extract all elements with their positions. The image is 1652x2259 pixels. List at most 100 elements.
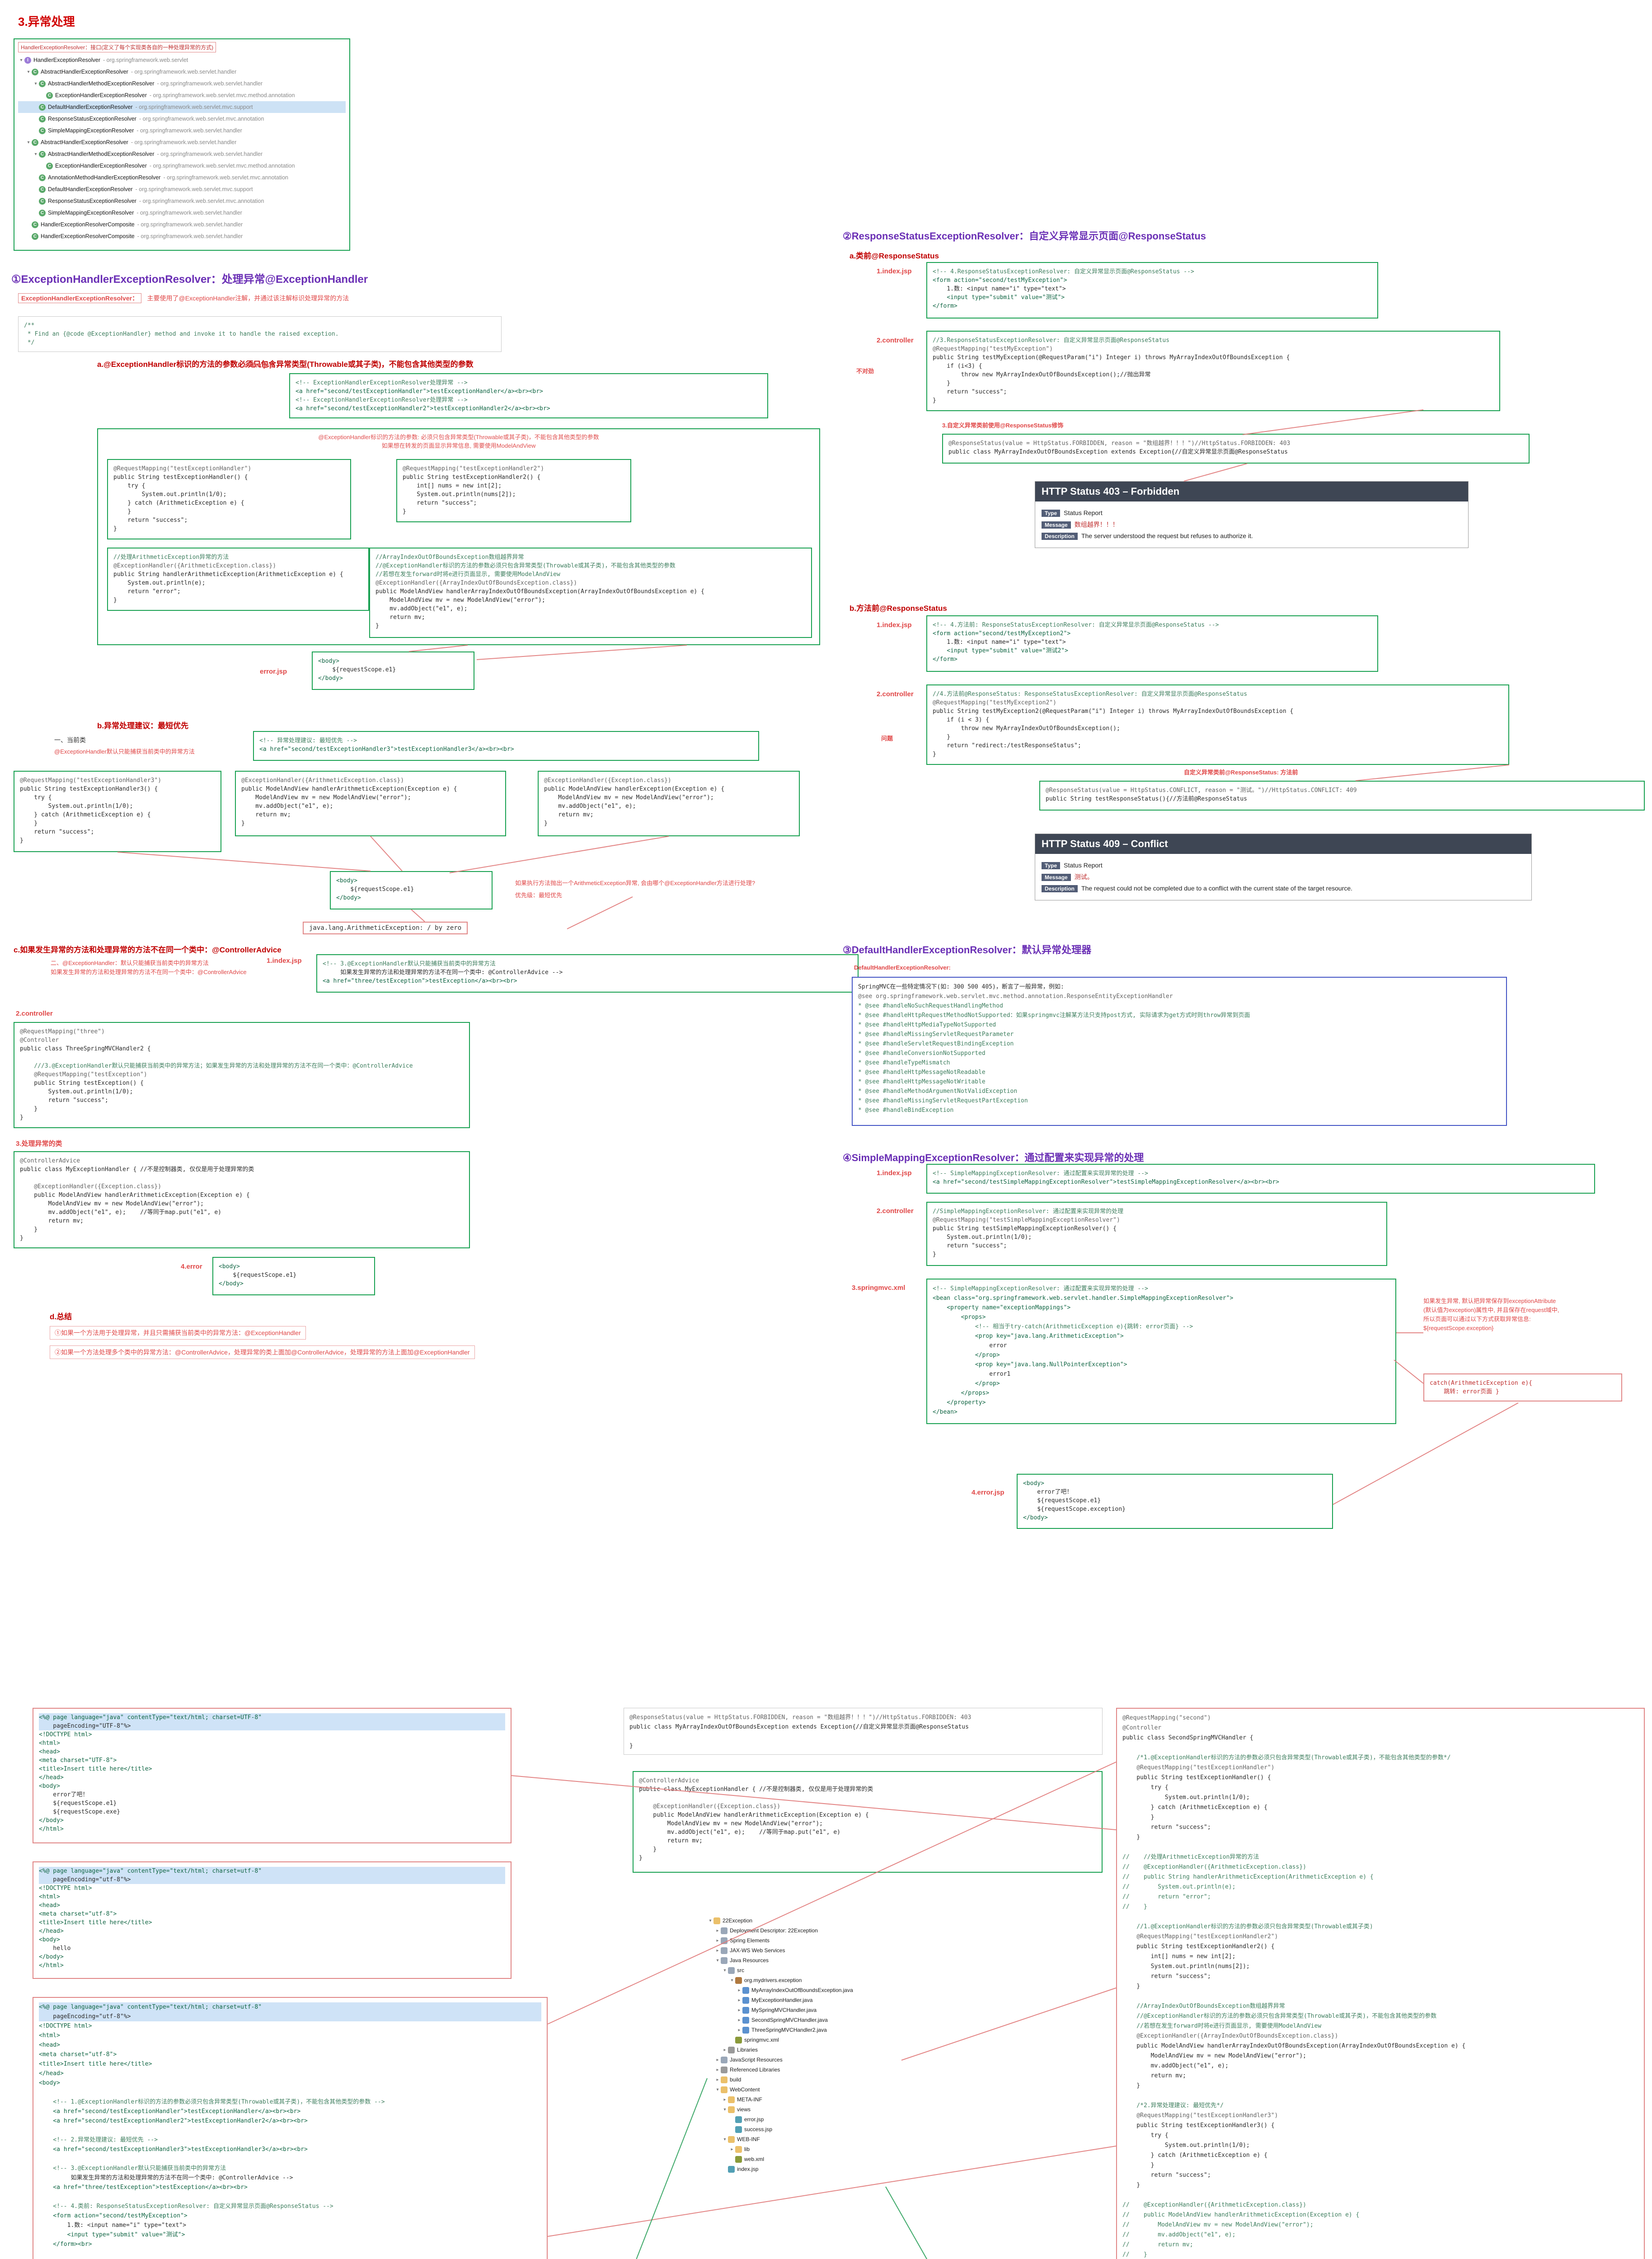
section1b-heading: b.异常处理建议：最短优先 bbox=[97, 722, 189, 730]
http-409-title: HTTP Status 409 – Conflict bbox=[1035, 834, 1531, 854]
tree-item[interactable]: ▾org.mydrivers.exception bbox=[731, 1977, 802, 1984]
tree-item[interactable]: success.jsp bbox=[707, 2124, 901, 2134]
src-icon bbox=[728, 1967, 735, 1974]
exception-handler-demo-panel: @ExceptionHandler标识的方法的参数: 必须只包含异常类型(Thr… bbox=[97, 428, 820, 645]
s4-index-label: 1.index.jsp bbox=[877, 1169, 912, 1177]
spr-icon bbox=[721, 1937, 727, 1944]
method-responsestatus-note: 自定义异常类前@ResponseStatus: 方法前 bbox=[1184, 769, 1298, 776]
index-jsp-snippet-c: <!-- 3.@ExceptionHandler默认只能捕获当前类中的异常方法 … bbox=[316, 954, 859, 993]
error-jsp-snippet-4: <body> error了吧！ ${requestScope.e1} ${req… bbox=[1017, 1474, 1333, 1529]
http-403-type-label: Type bbox=[1042, 510, 1061, 517]
resolver-note-label: ExceptionHandlerExceptionResolver： bbox=[18, 293, 142, 303]
tree-item[interactable]: ▸META-INF bbox=[723, 2096, 762, 2103]
b-annotation1: 如果执行方法抛出一个ArithmeticException异常, 会由哪个@Ex… bbox=[515, 880, 756, 886]
java-icon bbox=[742, 2026, 749, 2034]
jax-icon bbox=[721, 1947, 727, 1954]
resolver-note-rest: 主要使用了@ExceptionHandler注解，并通过该注解标识处理异常的方法 bbox=[147, 295, 349, 302]
tree-item[interactable]: ▸ThreeSpringMVCHandler2.java bbox=[738, 2026, 827, 2034]
type-hierarchy-panel: HandlerExceptionResolver：接口(定义了每个实现类各自的一… bbox=[14, 38, 350, 251]
jsp-icon bbox=[735, 2116, 742, 2123]
http-409-message: 测试。 bbox=[1074, 873, 1094, 881]
summary-line1: ①如果一个方法用于处理异常，并且只需捕获当前类中的异常方法：@Exception… bbox=[50, 1326, 306, 1340]
b-note: @ExceptionHandler默认只能捕获当前类中的异常方法 bbox=[54, 748, 195, 755]
tree-item[interactable]: springmvc.xml bbox=[707, 2035, 901, 2045]
lib-icon bbox=[721, 2066, 727, 2073]
tree-item[interactable]: ▾WebContent bbox=[716, 2086, 760, 2093]
c-advice-label: 3.处理异常的类 bbox=[16, 1140, 62, 1148]
tree-item[interactable]: ▸MyExceptionHandler.java bbox=[738, 1997, 813, 2004]
http-403-description: The server understood the request but re… bbox=[1081, 532, 1253, 539]
code-handler-array-index: //ArrayIndexOutOfBoundsException数组越界异常//… bbox=[369, 548, 812, 638]
prj-icon bbox=[713, 1917, 720, 1924]
tree-item[interactable]: ▸lib bbox=[731, 2146, 750, 2153]
tree-item[interactable]: ▸Referenced Libraries bbox=[716, 2066, 780, 2073]
section2-heading: ②ResponseStatusExceptionResolver：自定义异常显示… bbox=[843, 230, 1206, 242]
code-responsestatus-method: @ResponseStatus(value = HttpStatus.CONFL… bbox=[1039, 781, 1645, 811]
tree-item[interactable]: ▸MySpringMVCHandler.java bbox=[738, 2006, 817, 2014]
s3-note: DefaultHandlerExceptionResolver: bbox=[854, 964, 951, 971]
file-index-jsp: <%@ page language="java" contentType="te… bbox=[33, 1997, 548, 2259]
tree-item[interactable]: ▾src bbox=[723, 1967, 744, 1974]
tree-item[interactable]: ▸Deployment Descriptor: 22Exception bbox=[716, 1927, 818, 1934]
tree-item[interactable]: ▸Spring Elements bbox=[716, 1937, 770, 1944]
interface-icon: I bbox=[24, 56, 31, 64]
index-jsp-label-a: index.jsp bbox=[244, 361, 274, 369]
tree-item[interactable]: ▾views bbox=[723, 2106, 751, 2113]
code-test-exception-handler2: @RequestMapping("testExceptionHandler2")… bbox=[396, 459, 631, 522]
tree-item[interactable]: ▸Libraries bbox=[723, 2046, 758, 2053]
project-explorer-tree: ▾22Exception ▸Deployment Descriptor: 22Ex… bbox=[707, 1916, 901, 2187]
tree-item[interactable]: ▾WEB-INF bbox=[723, 2136, 760, 2143]
demo-panel-title2: 如果想在转发的页面显示异常信息, 需要使用ModelAndView bbox=[381, 442, 536, 449]
s2a-controller-label: 2.controller bbox=[877, 337, 914, 344]
tree-item[interactable]: ▸JavaScript Resources bbox=[716, 2056, 783, 2063]
tree-item[interactable]: web.xml bbox=[707, 2154, 901, 2164]
tree-item[interactable]: error.jsp bbox=[707, 2114, 901, 2124]
fold-icon bbox=[728, 2106, 735, 2113]
exception-result-text: java.lang.ArithmeticException: / by zero bbox=[303, 922, 468, 934]
hierarchy-note: HandlerExceptionResolver：接口(定义了每个实现类各自的一… bbox=[18, 42, 216, 52]
code-test-simple-mapping: //SimpleMappingExceptionResolver: 通过配置来实… bbox=[926, 1202, 1387, 1266]
index-jsp-snippet-b: <!-- 异常处理建议: 最短优先 --><a href="second/tes… bbox=[253, 731, 759, 761]
class-icon: C bbox=[39, 115, 46, 122]
java-icon bbox=[742, 2016, 749, 2024]
tree-item[interactable]: ▾Java Resources bbox=[716, 1957, 769, 1964]
class-icon: C bbox=[46, 92, 53, 99]
lib-icon bbox=[728, 2046, 735, 2053]
fold-icon bbox=[728, 2096, 735, 2103]
code-custom-exception-class: @ResponseStatus(value = HttpStatus.FORBI… bbox=[942, 434, 1530, 464]
tree-item[interactable]: ▾22Exception bbox=[709, 1917, 753, 1924]
c-note2: 如果发生异常的方法和处理异常的方法不在同一个类中：@ControllerAdvi… bbox=[51, 969, 247, 975]
http-409-type: Status Report bbox=[1064, 862, 1103, 869]
tree-item[interactable]: ▸build bbox=[716, 2076, 742, 2083]
tree-item[interactable]: ▸JAX-WS Web Services bbox=[716, 1947, 785, 1954]
http-409-type-label: Type bbox=[1042, 862, 1061, 869]
tree-item[interactable]: ▸SecondSpringMVCHandler.java bbox=[738, 2016, 828, 2024]
tree-item[interactable]: index.jsp bbox=[707, 2164, 901, 2174]
java-icon bbox=[742, 1997, 749, 2004]
index-jsp-snippet-a: <!-- ExceptionHandlerExceptionResolver处理… bbox=[289, 373, 768, 418]
default-resolver-list: SpringMVC在一些特定情况下(如: 300 500 405)，断言了一般异… bbox=[852, 977, 1507, 1126]
tree-item[interactable]: ▸MyArrayIndexOutOfBoundsException.java bbox=[738, 1987, 853, 1994]
